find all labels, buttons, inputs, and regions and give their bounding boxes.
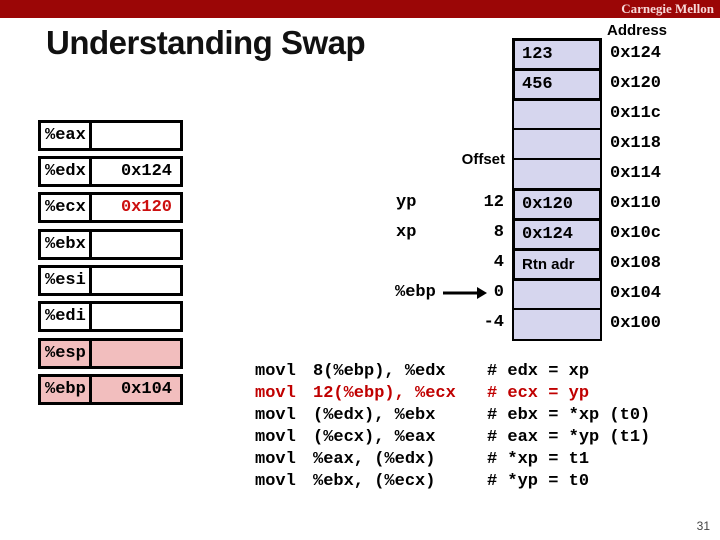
memory-cell-value: Rtn adr [522,256,575,273]
memory-cell: 0x120 [512,188,602,221]
code-comment: # ecx = yp [487,384,590,403]
memory-cell: 456 [512,68,602,101]
code-line: movl (%edx), %ebx # ebx = *xp (t0) [0,406,720,427]
page-number: 31 [696,519,710,533]
code-mnemonic: movl [255,472,296,491]
code-operands: %eax, (%edx) [313,450,436,469]
address-label: 0x10c [610,224,662,243]
register-value [92,232,180,257]
code-comment: # ebx = *xp (t0) [487,406,651,425]
register-row-ebx: %ebx [38,229,183,260]
register-name: %ebx [41,232,92,257]
address-label: 0x108 [610,254,662,273]
code-line: movl %eax, (%edx) # *xp = t1 [0,450,720,471]
code-mnemonic: movl [255,362,296,381]
memory-cell-value: 456 [522,75,553,94]
register-name: %edi [41,304,92,329]
memory-cell: 0x124 [512,218,602,251]
memory-cell: 123 [512,38,602,71]
page-title: Understanding Swap [46,24,366,61]
code-mnemonic: movl [255,450,296,469]
memory-cell-value: 123 [522,45,553,64]
carnegie-mellon-logo: Carnegie Mellon [621,1,714,16]
register-row-esp: %esp [38,338,183,369]
ebp-arrow-icon [443,287,487,299]
register-value: 0x124 [120,162,172,181]
code-operands: (%ecx), %eax [313,428,436,447]
code-mnemonic: movl [255,384,296,403]
register-name: %eax [41,123,92,148]
register-row-edi: %edi [38,301,183,332]
offset-label: yp [396,193,417,212]
code-comment: # *yp = t0 [487,472,590,491]
offset-value: 12 [483,193,504,212]
memory-cell [512,308,602,341]
address-label: 0x104 [610,284,662,303]
memory-cell [512,128,602,161]
register-name: %esi [41,268,92,293]
offset-value: 4 [493,253,504,272]
offset-value: 8 [493,223,504,242]
memory-cell [512,158,602,191]
offset-column-header: Offset [461,151,505,168]
register-name: %edx [41,159,92,184]
code-line: movl (%ecx), %eax # eax = *yp (t1) [0,428,720,449]
memory-cell [512,278,602,311]
code-comment: # *xp = t1 [487,450,590,469]
offset-value: 0 [493,283,504,302]
ebp-pointer-label: %ebp [395,283,436,302]
register-name: %ebp [41,377,92,402]
address-label: 0x124 [610,44,662,63]
header-bar [0,0,720,18]
register-row-eax: %eax [38,120,183,151]
register-row-ecx: %ecx 0x120 [38,192,183,223]
memory-cell: Rtn adr [512,248,602,281]
address-label: 0x110 [610,194,662,213]
address-label: 0x120 [610,74,662,93]
memory-cell-value: 0x124 [522,225,574,244]
address-column-header: Address [607,22,668,39]
register-value [92,123,180,148]
offset-label: xp [396,223,417,242]
code-operands: 8(%ebp), %edx [313,362,446,381]
address-label: 0x114 [610,164,662,183]
register-name: %esp [41,341,92,366]
register-row-edx: %edx 0x124 [38,156,183,187]
register-value [92,304,180,329]
memory-cell-value: 0x120 [522,195,574,214]
address-label: 0x100 [610,314,662,333]
register-name: %ecx [41,195,92,220]
code-line: movl 8(%ebp), %edx # edx = xp [0,362,720,383]
memory-cell [512,98,602,131]
code-comment: # eax = *yp (t1) [487,428,651,447]
address-label: 0x118 [610,134,662,153]
code-operands: 12(%ebp), %ecx [313,384,456,403]
register-value [92,268,180,293]
code-mnemonic: movl [255,406,296,425]
code-operands: (%edx), %ebx [313,406,436,425]
code-operands: %ebx, (%ecx) [313,472,436,491]
code-mnemonic: movl [255,428,296,447]
code-comment: # edx = xp [487,362,590,381]
code-line: movl %ebx, (%ecx) # *yp = t0 [0,472,720,493]
register-row-ebp: %ebp 0x104 [38,374,183,405]
register-value: 0x104 [120,380,172,399]
register-value: 0x120 [120,198,172,217]
code-line-highlighted: movl 12(%ebp), %ecx # ecx = yp [0,384,720,405]
address-label: 0x11c [610,104,662,123]
register-row-esi: %esi [38,265,183,296]
offset-value: -4 [483,313,504,332]
